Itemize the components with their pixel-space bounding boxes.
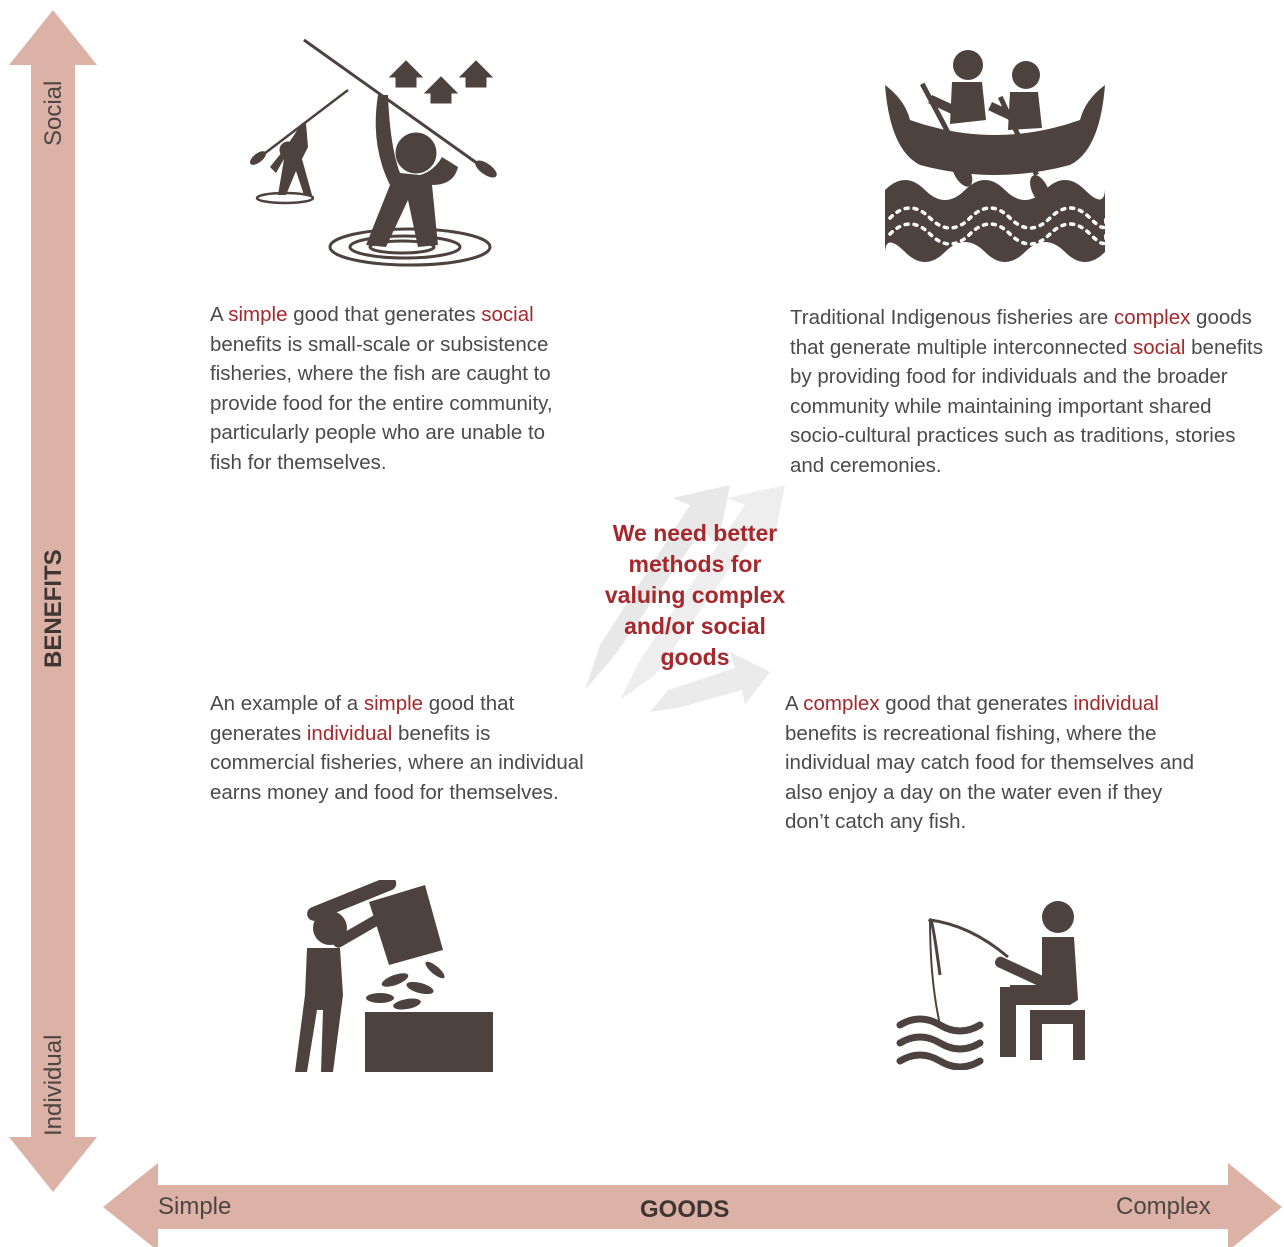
axis-right-label: Complex xyxy=(1116,1193,1211,1220)
text-segment: Traditional Indigenous fisheries are xyxy=(790,306,1115,329)
axis-bottom-label: Individual xyxy=(40,1034,67,1136)
highlight-complex: complex xyxy=(1114,306,1191,329)
highlight-simple: simple xyxy=(363,692,424,715)
text-segment: good that generates xyxy=(879,692,1074,715)
text-segment: benefits by providing food for individua… xyxy=(790,335,1263,477)
quadrant-top-left-text: A simple good that generates social bene… xyxy=(210,300,580,477)
text-segment: A xyxy=(785,692,804,715)
highlight-simple: simple xyxy=(228,303,288,326)
text-segment: benefits is recreational fishing, where … xyxy=(785,721,1195,834)
text-segment: benefits is commercial fisheries, where … xyxy=(210,721,584,804)
text-segment: goods that generate multiple interconnec… xyxy=(790,306,1252,359)
text-segment: An example of a xyxy=(210,692,364,715)
canoe-paddlers-icon xyxy=(885,50,1108,262)
benefits-axis-arrow xyxy=(9,10,97,1192)
text-segment: A xyxy=(210,303,229,326)
benefits-axis-title: BENEFITS xyxy=(40,549,67,668)
recreational-angler-icon xyxy=(896,901,1085,1070)
spear-fishing-icon xyxy=(249,38,497,267)
highlight-social: social xyxy=(481,303,534,326)
goods-axis-title: GOODS xyxy=(640,1196,730,1223)
highlight-individual: individual xyxy=(1073,692,1159,715)
quadrant-top-right-text: Traditional Indigenous fisheries are com… xyxy=(790,303,1270,480)
diagonal-arrows-graphic xyxy=(585,485,785,712)
axis-left-label: Simple xyxy=(158,1193,232,1220)
goods-axis-arrow xyxy=(103,1163,1282,1247)
highlight-individual: individual xyxy=(306,721,393,745)
center-message: We need better methods for valuing compl… xyxy=(604,520,786,670)
text-segment: good that generates xyxy=(287,303,482,326)
highlight-social: social xyxy=(1133,335,1186,359)
axis-top-label: Social xyxy=(40,80,67,146)
quadrant-bottom-right-text: A complex good that generates individual… xyxy=(785,689,1205,837)
highlight-complex: complex xyxy=(803,692,880,715)
quadrant-bottom-left-text: An example of a simple good that generat… xyxy=(210,689,585,807)
text-segment: good that generates xyxy=(210,692,515,745)
commercial-fishing-crate-icon xyxy=(295,880,493,1072)
text-segment: benefits is small-scale or subsistence f… xyxy=(210,332,553,474)
